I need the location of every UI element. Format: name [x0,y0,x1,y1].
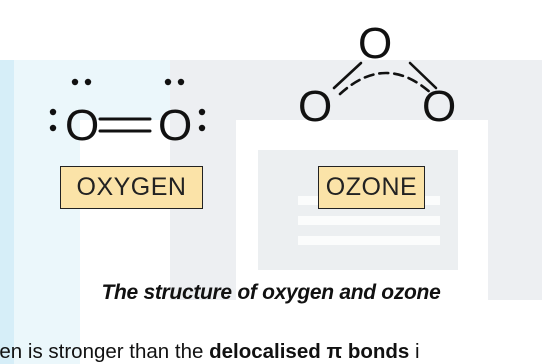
lone-pair-dot [71,78,79,86]
sigma-bond-left [332,61,363,90]
oxygen-molecule: O O [49,78,206,150]
lone-pair-dot [49,124,57,132]
watermark-line-3 [298,236,440,245]
watermark-blue-shape [14,60,170,364]
lone-pair-dot [198,124,206,132]
lone-pair-dot [164,78,172,86]
figure-caption: The structure of oxygen and ozone [101,281,441,304]
lone-pair-dot [49,108,57,116]
ozone-label: OZONE [318,166,425,209]
lone-pair-dot [198,108,206,116]
watermark-blue-bar [0,60,14,364]
body-text-line: gen is stronger than the delocalised π b… [0,340,420,364]
body-text-part2: i [409,340,420,363]
sigma-bond-right [408,61,438,90]
lone-pair-dot [177,78,185,86]
body-text-bold: delocalised π bonds [209,340,410,363]
watermark-line-2 [298,216,440,225]
double-bond [98,117,152,133]
ozone-molecule: O O O [298,19,456,131]
oxygen-atom-left: O [65,101,99,150]
ozone-bonds [332,61,438,96]
body-text-part1: gen is stronger than the [0,340,210,363]
delocalised-bond [338,71,434,96]
ozone-atom-top: O [358,19,392,68]
lone-pair-dot [84,78,92,86]
oxygen-label: OXYGEN [60,166,203,209]
ozone-atom-left: O [298,82,332,131]
watermark-grey-frame [170,60,542,300]
lone-pairs [49,78,206,132]
oxygen-atom-right: O [158,101,192,150]
